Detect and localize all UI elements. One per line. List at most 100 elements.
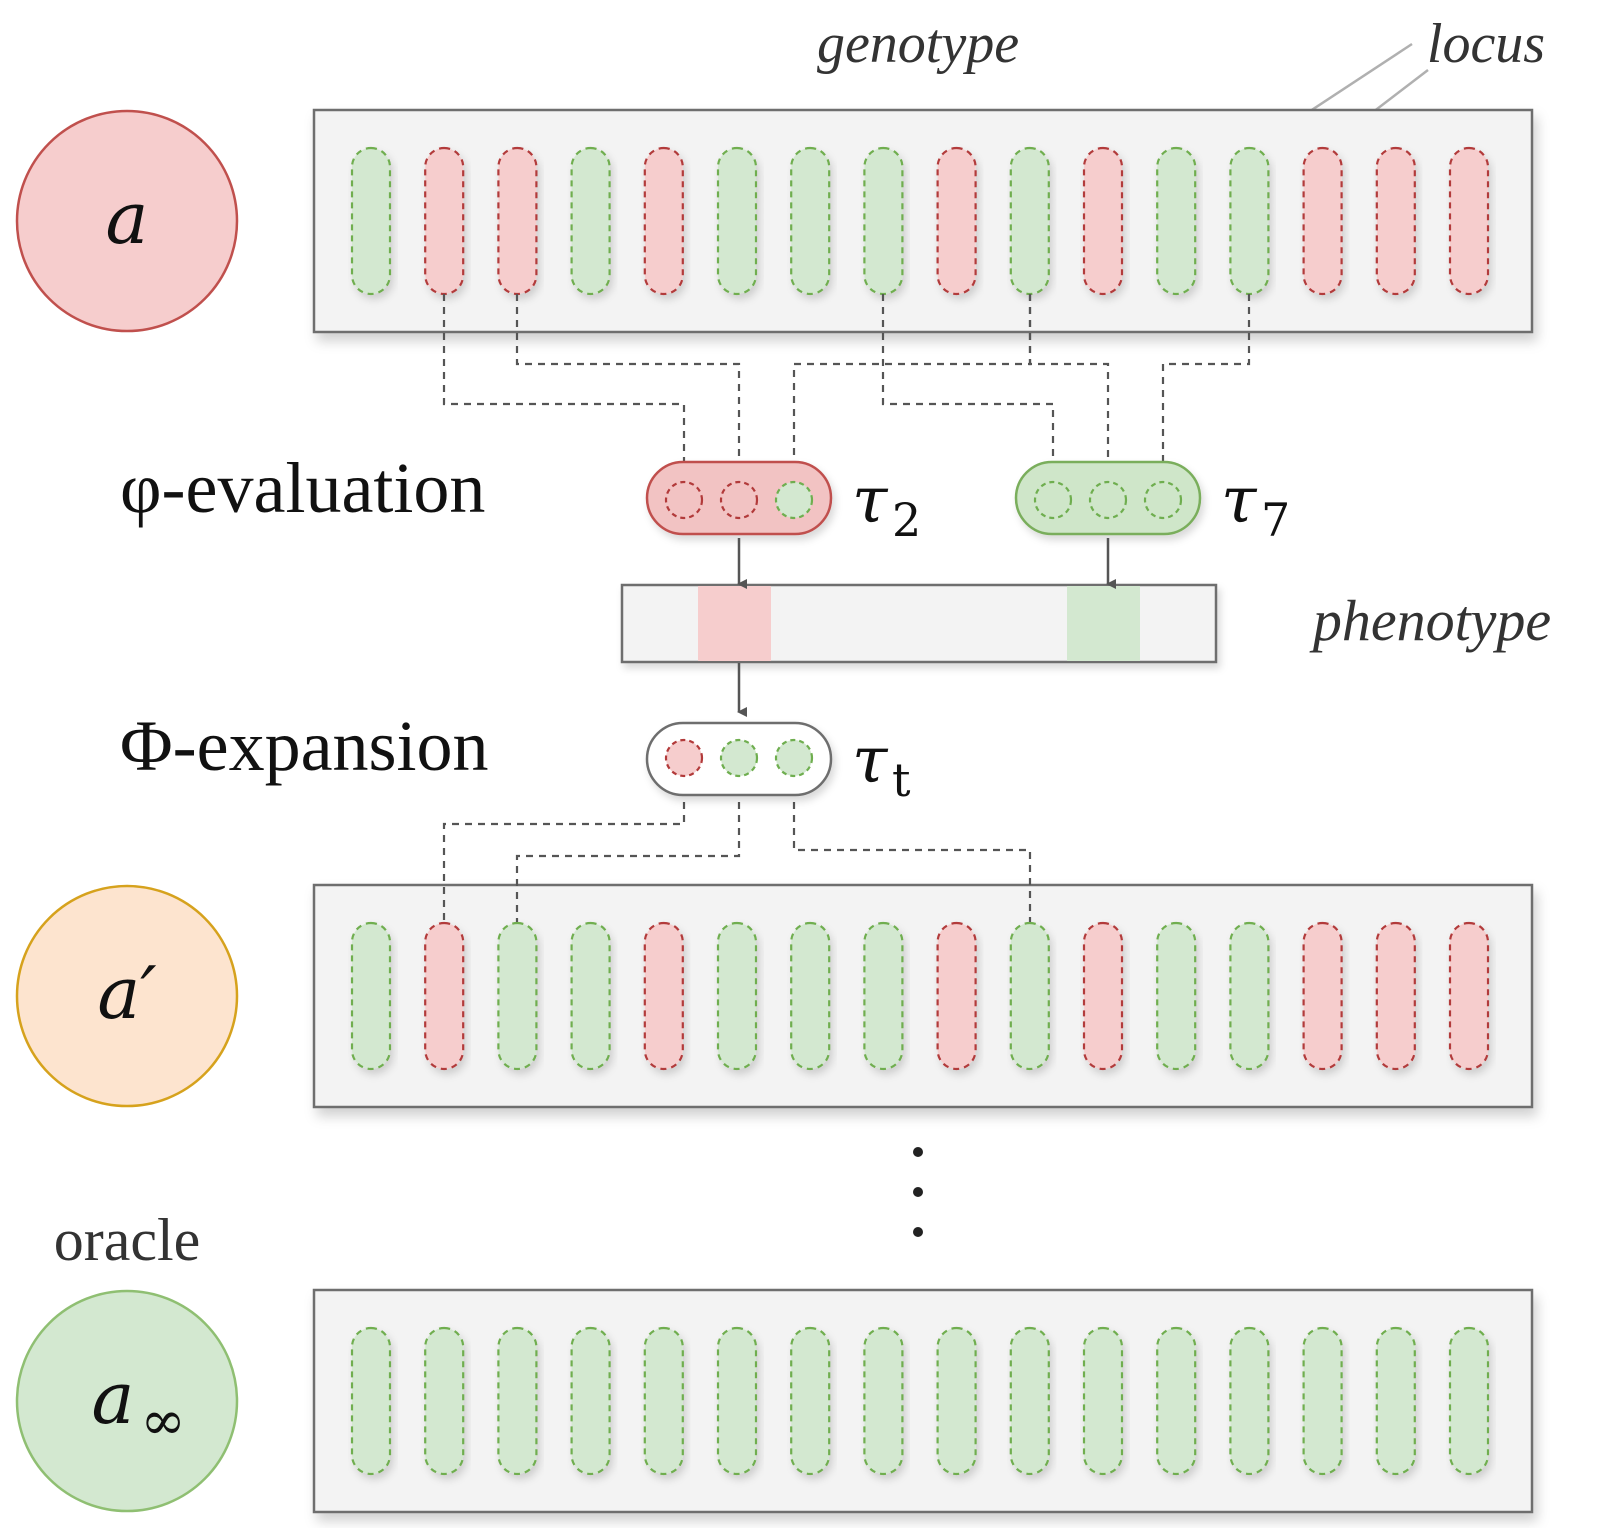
operator-capsule [1014, 460, 1202, 536]
operator-slot [1033, 480, 1073, 520]
locus [643, 146, 684, 296]
operator-slot [1143, 480, 1183, 520]
genotype-box [312, 108, 1534, 334]
agent-subscript: ∞ [141, 1389, 186, 1452]
locus [570, 146, 611, 296]
locus [350, 921, 392, 1071]
locus [1448, 146, 1490, 296]
genotype-row [312, 883, 1534, 1109]
locus [1229, 921, 1270, 1071]
locus [424, 1326, 465, 1476]
agent-circle [15, 109, 239, 333]
locus [1302, 146, 1343, 296]
locus [1448, 1326, 1490, 1476]
genotype-box [312, 883, 1534, 1109]
locus [497, 1326, 538, 1476]
operator-slot [719, 480, 759, 520]
agent-symbol: a [106, 176, 149, 260]
locus [1082, 146, 1124, 296]
locus [1082, 1326, 1124, 1476]
locus [863, 1326, 904, 1476]
oracle-label: oracle [54, 1207, 201, 1273]
agent-node: a∞ [15, 1289, 239, 1513]
vertical-ellipsis [913, 1147, 923, 1237]
locus [790, 921, 831, 1071]
mapping-connector [515, 294, 741, 482]
operator-slot [664, 738, 704, 778]
agent-node: a [15, 109, 239, 333]
agent-symbol: a [92, 1356, 135, 1440]
locus [570, 921, 611, 1071]
locus [1009, 1326, 1050, 1476]
genotype-row [312, 108, 1534, 334]
locus [350, 1326, 392, 1476]
locus [716, 146, 758, 296]
locus [1229, 146, 1270, 296]
locus [497, 146, 538, 296]
locus [936, 921, 977, 1071]
locus [1009, 146, 1050, 296]
locus [863, 921, 904, 1071]
genotype-box [312, 1288, 1534, 1514]
phenotype-label: phenotype [1309, 588, 1551, 653]
Phi-expansion-label: Φ-expansion [120, 706, 489, 786]
locus [716, 1326, 758, 1476]
locus [643, 1326, 684, 1476]
locus [1375, 1326, 1416, 1476]
mapping-connector [442, 294, 686, 482]
agent-circle [15, 884, 239, 1108]
locus [790, 1326, 831, 1476]
locus [497, 921, 538, 1071]
locus [790, 146, 831, 296]
locus [424, 921, 465, 1071]
locus [1156, 921, 1197, 1071]
operator-subscript: t [892, 753, 911, 807]
locus [1448, 921, 1490, 1071]
locus [936, 146, 977, 296]
locus [716, 921, 758, 1071]
operator-subscript: 2 [892, 493, 921, 547]
locus [1156, 146, 1197, 296]
phenotype-cell-green [1067, 586, 1140, 661]
locus [350, 146, 392, 296]
agent-circle [15, 1289, 239, 1513]
agent-symbol: a′ [97, 951, 156, 1035]
locus [1375, 921, 1416, 1071]
operator-symbol: τ [852, 464, 889, 538]
phenotype-cell-red [698, 586, 771, 661]
locus [1375, 146, 1416, 296]
mapping-connector [792, 294, 1032, 482]
operator-slot [774, 480, 814, 520]
operator-symbol: τ [852, 724, 889, 798]
mapping-connector [1161, 294, 1251, 482]
genotype-label: genotype [817, 13, 1019, 75]
operator-symbol: τ [1221, 464, 1258, 538]
operator-subscript: 7 [1261, 493, 1290, 547]
genotype-row [312, 1288, 1534, 1514]
mapping-connector [515, 776, 741, 922]
locus [863, 146, 904, 296]
locus-label: locus [1427, 13, 1545, 75]
operator-slot [664, 480, 704, 520]
operator-slot [1088, 480, 1128, 520]
locus [1156, 1326, 1197, 1476]
locus [1082, 921, 1124, 1071]
locus [1229, 1326, 1270, 1476]
locus [1009, 921, 1050, 1071]
locus [424, 146, 465, 296]
locus [936, 1326, 977, 1476]
operator-slot [774, 738, 814, 778]
phenotype-bar [620, 583, 1218, 664]
mapping-connector [881, 294, 1055, 482]
locus [570, 1326, 611, 1476]
locus [643, 921, 684, 1071]
agent-node: a′ [15, 884, 239, 1108]
mapping-connector [1028, 294, 1110, 482]
locus [1302, 1326, 1343, 1476]
operator-slot [719, 738, 759, 778]
phi-evaluation-label: φ-evaluation [120, 448, 485, 528]
